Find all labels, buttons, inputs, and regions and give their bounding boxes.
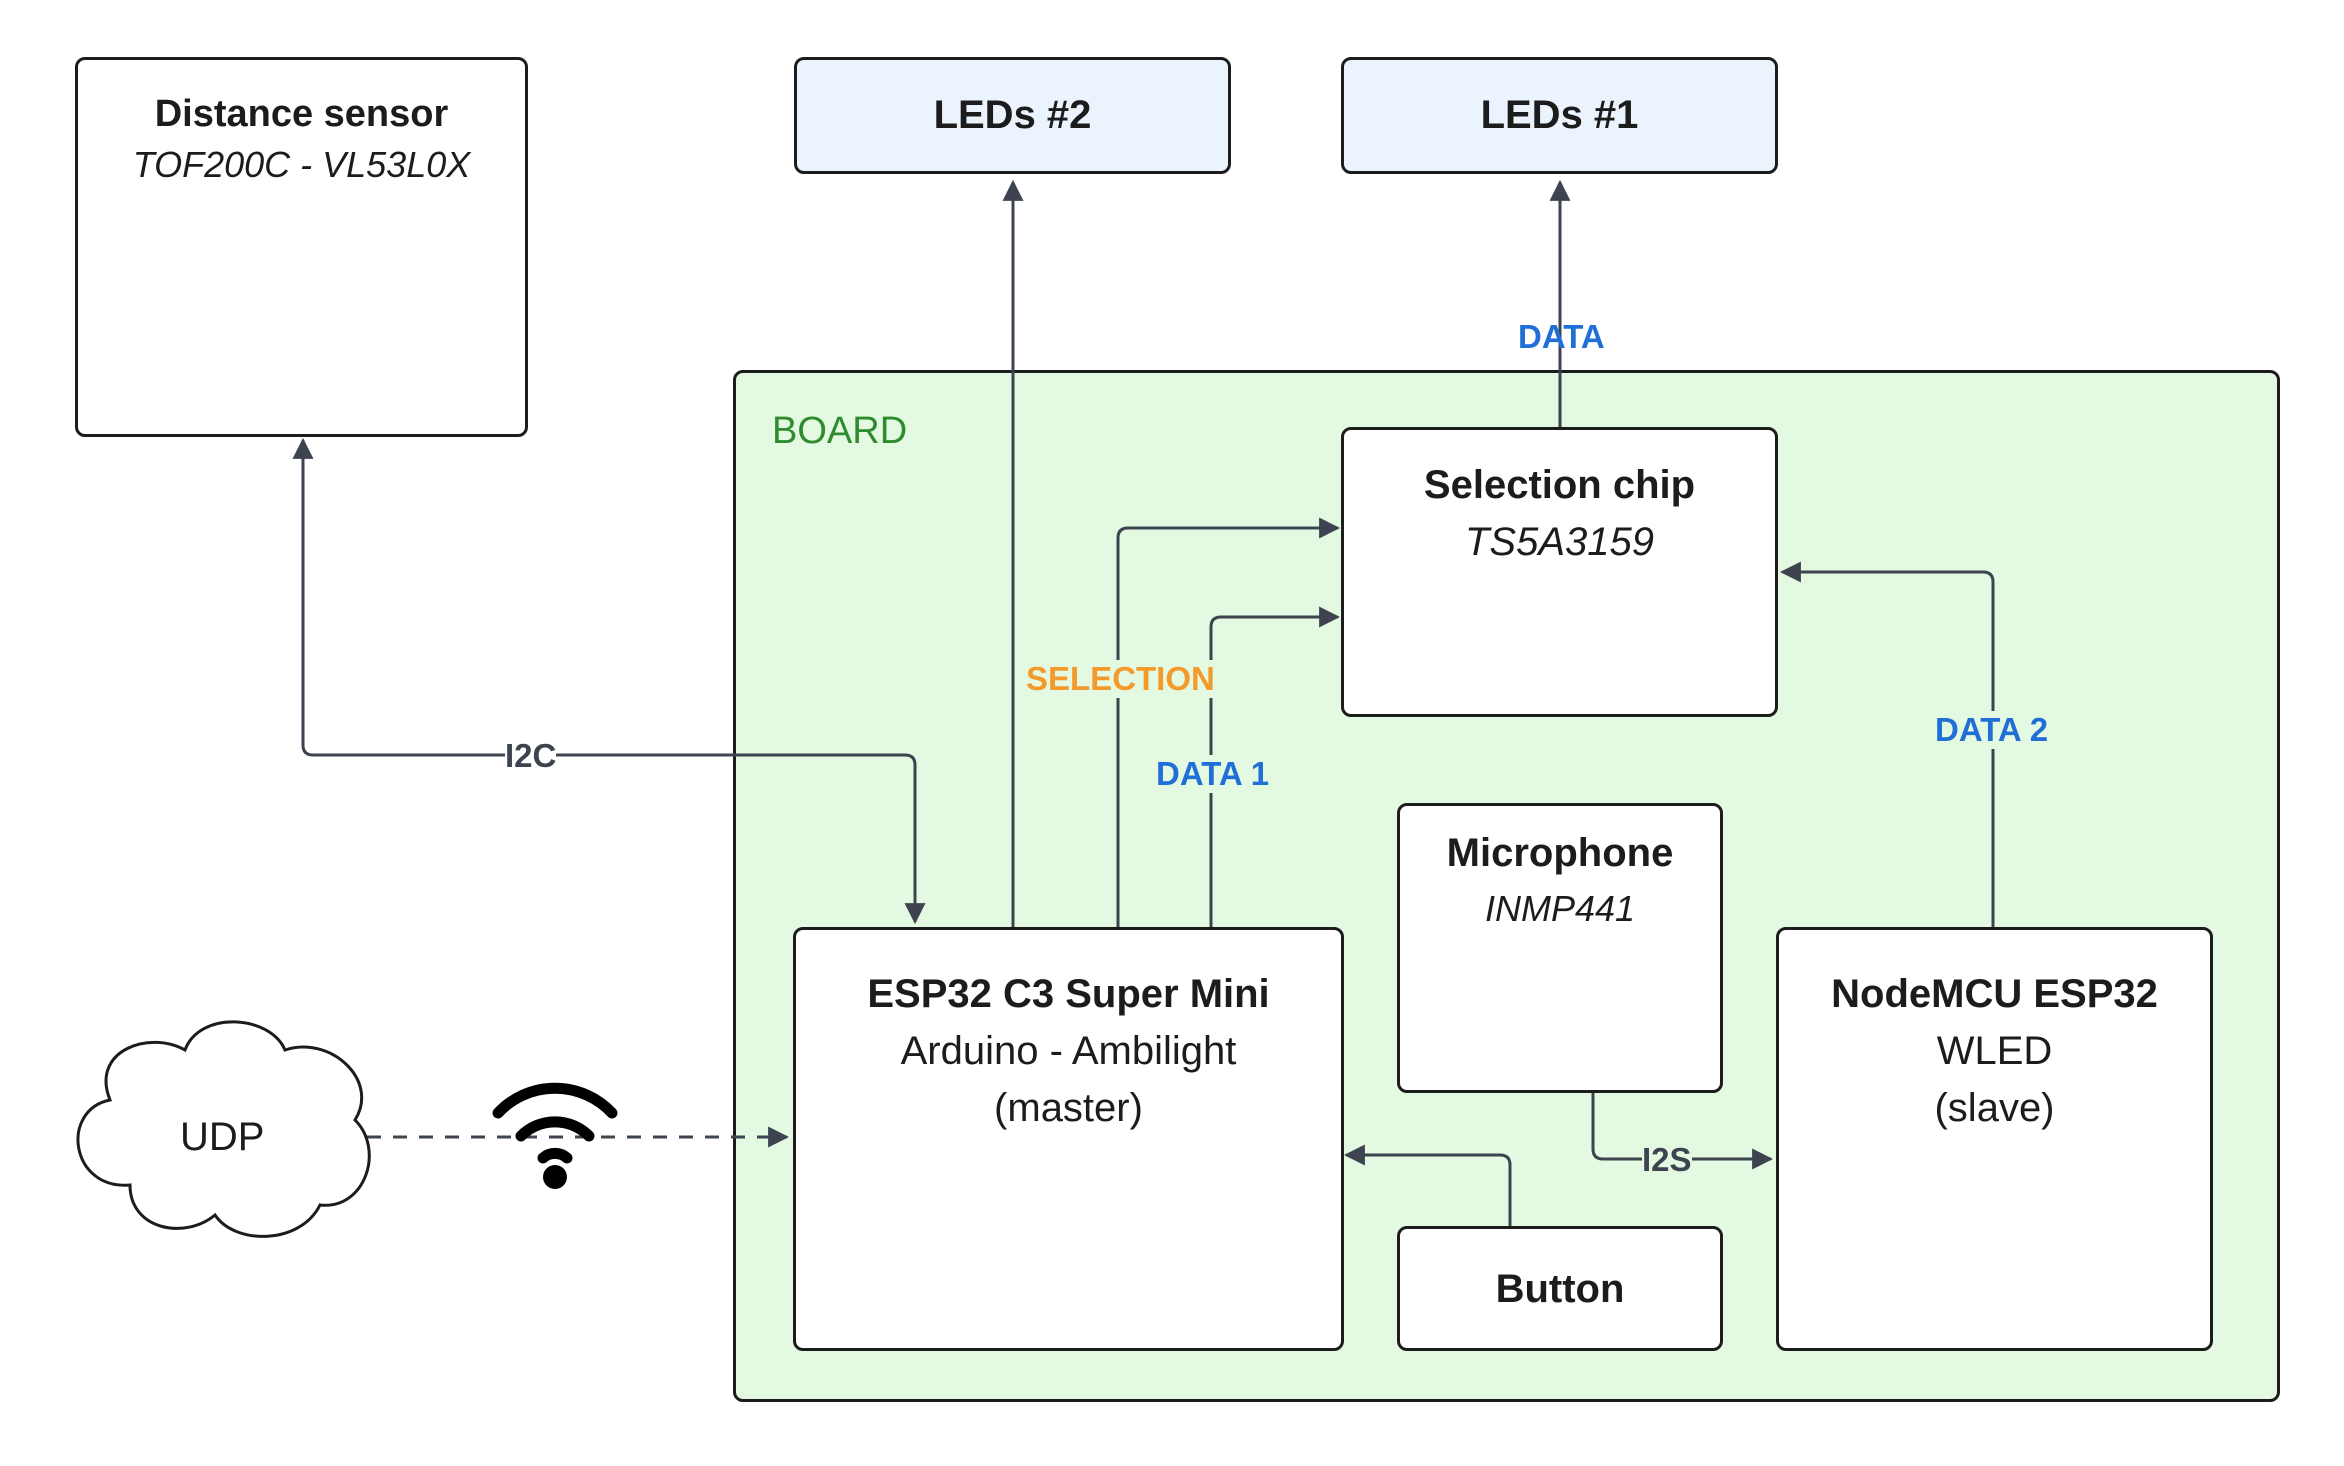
udp-label: UDP (180, 1115, 265, 1159)
nodemcu-line3: (slave) (1934, 1086, 2055, 1130)
esp32c3-title: ESP32 C3 Super Mini (867, 972, 1270, 1016)
selection-chip-node: Selection chip TS5A3159 (1341, 427, 1778, 717)
microphone-subtitle: INMP441 (1484, 888, 1636, 929)
button-node: Button (1397, 1226, 1723, 1351)
distance-sensor-subtitle: TOF200C - VL53L0X (132, 144, 471, 185)
nodemcu-title: NodeMCU ESP32 (1831, 972, 2158, 1016)
wire-button (1343, 1144, 1512, 1227)
wire-i2s (1591, 1092, 1774, 1170)
leds1-title: LEDs #1 (1480, 93, 1639, 137)
leds2-title: LEDs #2 (933, 93, 1092, 137)
microphone-node: Microphone INMP441 (1397, 803, 1723, 1093)
leds2-node: LEDs #2 (794, 57, 1231, 174)
wire-data1 (1209, 606, 1341, 928)
wifi-icon (492, 1082, 618, 1164)
esp32c3-line2: Arduino - Ambilight (900, 1029, 1237, 1073)
edge-label-i2s: I2S (1642, 1141, 1692, 1179)
wire-data2 (1779, 561, 1995, 928)
edge-label-selection: SELECTION (1026, 660, 1215, 698)
edge-label-data1: DATA 1 (1156, 755, 1270, 793)
wire-selection (1116, 517, 1341, 928)
cloud-shape (76, 1020, 371, 1238)
esp32c3-node: ESP32 C3 Super Mini Arduino - Ambilight … (793, 927, 1344, 1351)
nodemcu-line2: WLED (1936, 1029, 2053, 1073)
edge-label-i2c: I2C (505, 737, 557, 775)
wire-i2c (292, 437, 926, 925)
selection-chip-title: Selection chip (1423, 463, 1696, 507)
selection-chip-subtitle: TS5A3159 (1464, 520, 1655, 564)
nodemcu-node: NodeMCU ESP32 WLED (slave) (1776, 927, 2213, 1351)
distance-sensor-title: Distance sensor (154, 93, 449, 135)
leds1-node: LEDs #1 (1341, 57, 1778, 174)
edge-label-data2: DATA 2 (1935, 711, 2049, 749)
distance-sensor-node: Distance sensor TOF200C - VL53L0X (75, 57, 528, 437)
microphone-title: Microphone (1446, 831, 1674, 875)
button-title: Button (1495, 1267, 1625, 1311)
edge-label-data: DATA (1518, 318, 1605, 355)
esp32c3-line3: (master) (994, 1086, 1143, 1130)
